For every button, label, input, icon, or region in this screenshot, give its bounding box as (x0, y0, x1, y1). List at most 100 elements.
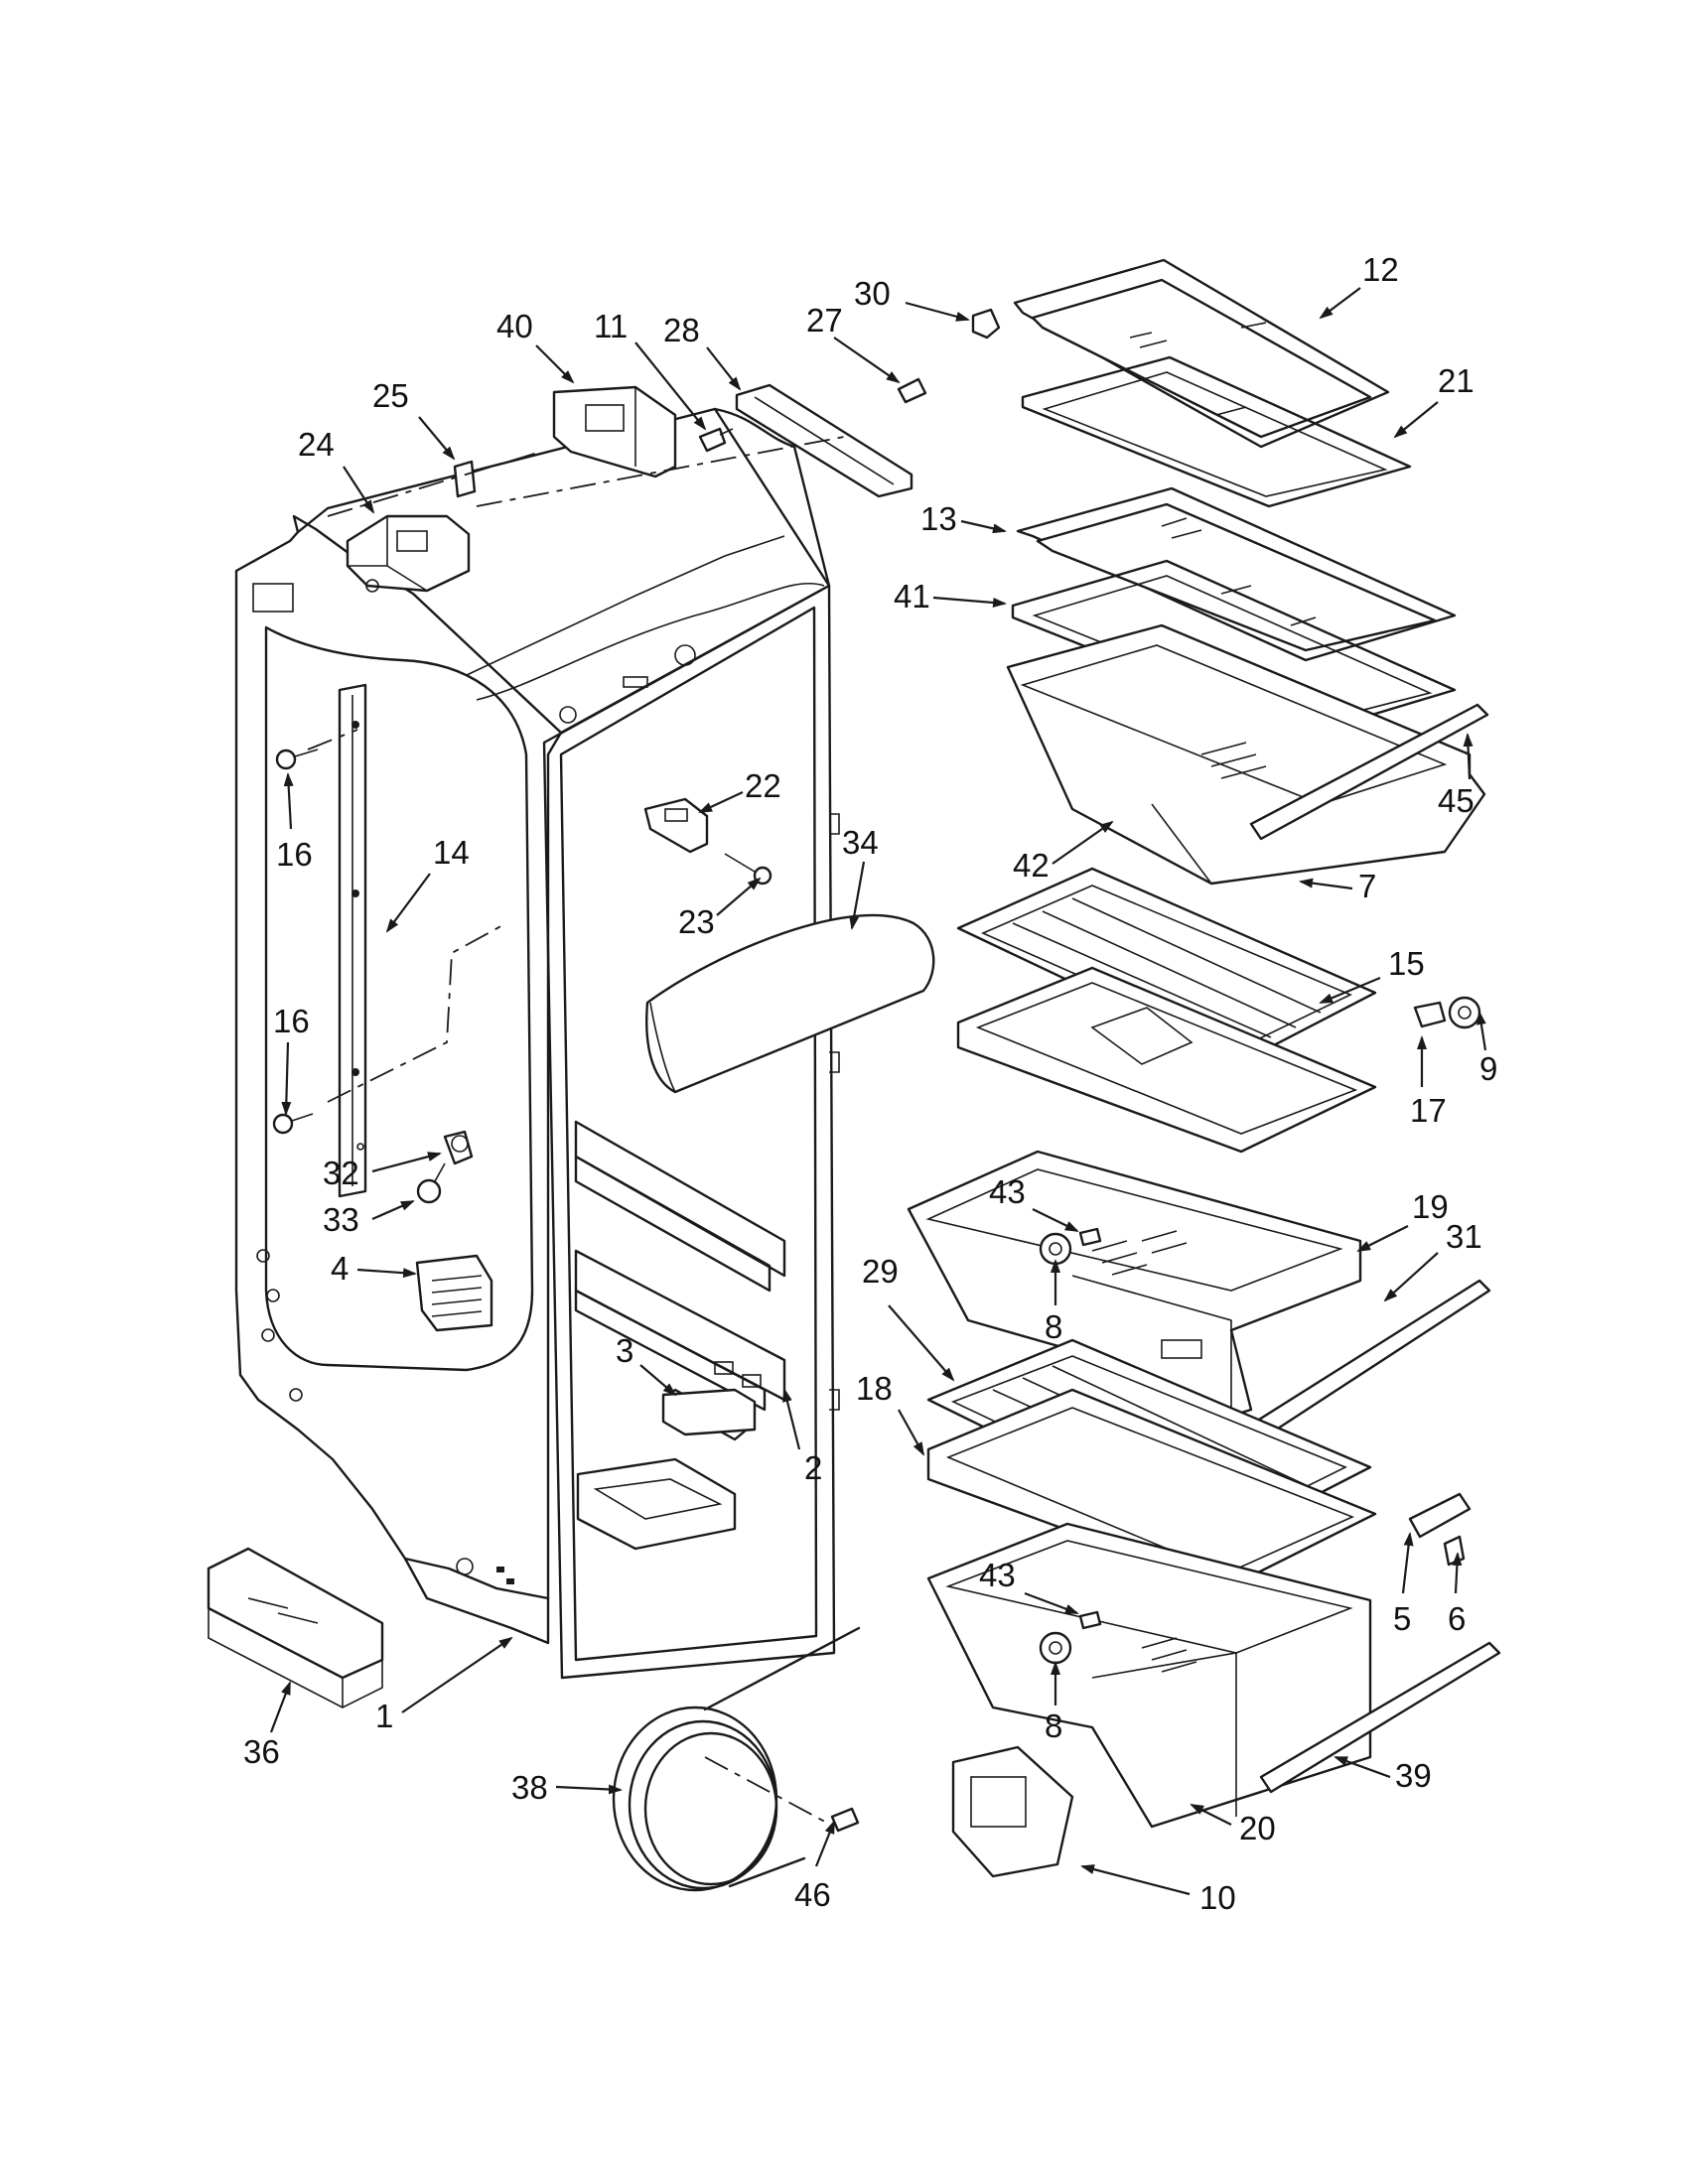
screw-43-upper (1078, 1227, 1102, 1247)
callout-number-c43a: 43 (989, 1173, 1026, 1210)
callout-leader-c4 (356, 1268, 417, 1279)
callout-c13: 13 (920, 500, 1007, 537)
screw-16-lower (272, 1113, 314, 1135)
callout-leader-c19 (1356, 1225, 1409, 1252)
callout-leader-c39 (1333, 1755, 1391, 1779)
callout-c30: 30 (854, 275, 970, 322)
callout-leader-c12 (1319, 287, 1361, 320)
callout-leader-c16a (283, 772, 294, 830)
callout-leader-c41 (932, 596, 1007, 608)
cabinet-liner (234, 407, 840, 1680)
callout-leader-c18 (898, 1409, 924, 1456)
callout-number-c42: 42 (1013, 847, 1050, 884)
callout-leader-c1 (401, 1636, 513, 1713)
callout-leader-c40 (535, 344, 575, 384)
callout-number-c10: 10 (1199, 1879, 1236, 1916)
callout-number-c25: 25 (372, 377, 409, 414)
light-socket-32 (356, 1130, 474, 1165)
callout-c9: 9 (1475, 1011, 1497, 1087)
callout-leader-c7 (1299, 878, 1353, 890)
callout-number-c6: 6 (1448, 1600, 1466, 1637)
callout-leader-c32 (371, 1152, 442, 1173)
callout-number-c24: 24 (298, 426, 335, 463)
callout-leader-c43a (1032, 1208, 1079, 1232)
callout-number-c2: 2 (804, 1449, 822, 1486)
utility-bin-36 (207, 1547, 384, 1708)
callout-c31: 31 (1383, 1218, 1482, 1302)
slide-6 (1443, 1535, 1466, 1567)
callout-number-c27: 27 (806, 302, 843, 339)
callout-leader-c21 (1393, 401, 1439, 439)
callout-number-c22: 22 (745, 767, 781, 804)
callout-number-c1: 1 (375, 1698, 393, 1734)
callout-number-c9: 9 (1479, 1050, 1497, 1087)
callout-number-c36: 36 (243, 1733, 280, 1770)
callout-number-c20: 20 (1239, 1810, 1276, 1846)
callout-leader-c5 (1401, 1532, 1414, 1594)
callout-leader-c11 (634, 341, 707, 431)
shelf-13 (1016, 486, 1457, 662)
callout-leader-c36 (269, 1681, 292, 1733)
water-tube-38 (612, 1626, 861, 1892)
label-10 (951, 1745, 1074, 1878)
roller-9 (1448, 996, 1481, 1029)
drawer-front-45 (1249, 703, 1489, 841)
control-housing-24 (346, 514, 471, 593)
callout-c15: 15 (1319, 945, 1425, 1005)
callout-c27: 27 (806, 302, 901, 384)
light-bulb-33 (416, 1162, 446, 1204)
callout-c39: 39 (1333, 1755, 1432, 1794)
screw-16-upper (275, 749, 319, 770)
roller-8-lower (1039, 1631, 1072, 1665)
callout-c45: 45 (1438, 733, 1474, 819)
callout-c25: 25 (372, 377, 456, 461)
callout-number-c16b: 16 (273, 1003, 310, 1039)
screw-11 (698, 427, 734, 453)
callout-leader-c20 (1190, 1804, 1232, 1826)
callout-leader-c27 (833, 337, 901, 384)
callout-c5: 5 (1393, 1532, 1414, 1637)
callout-leader-c43b (1024, 1591, 1079, 1615)
mount-line-mid (476, 436, 845, 507)
callout-number-c33: 33 (323, 1201, 359, 1238)
callout-c16a: 16 (276, 772, 313, 873)
callout-leader-c33 (371, 1199, 415, 1221)
screw-27 (897, 377, 927, 404)
clip-25 (453, 460, 477, 498)
callout-leader-c15 (1319, 976, 1381, 1005)
callout-number-c45: 45 (1438, 782, 1474, 819)
callout-leader-c45 (1463, 733, 1474, 780)
callout-c36: 36 (243, 1681, 292, 1770)
callout-c4: 4 (331, 1250, 417, 1287)
callout-leader-c46 (814, 1820, 836, 1867)
callout-leader-c3 (639, 1364, 677, 1397)
callout-leader-c2 (782, 1388, 801, 1450)
callout-number-c8b: 8 (1045, 1707, 1062, 1744)
callout-c34: 34 (842, 824, 879, 930)
callout-c18: 18 (856, 1370, 924, 1456)
slide-5 (1408, 1492, 1472, 1539)
callout-leader-c22 (698, 791, 744, 813)
callout-c28: 28 (663, 312, 742, 391)
callout-c38: 38 (511, 1769, 623, 1806)
bracket-3 (661, 1388, 757, 1436)
callout-number-c46: 46 (794, 1876, 831, 1913)
callout-number-c7: 7 (1358, 868, 1376, 904)
callout-c29: 29 (862, 1253, 955, 1382)
callout-number-c17: 17 (1410, 1092, 1447, 1129)
callout-c40: 40 (496, 308, 575, 384)
callout-number-c39: 39 (1395, 1757, 1432, 1794)
clip-30 (971, 308, 1001, 340)
callout-leader-c6 (1452, 1552, 1463, 1594)
callout-leader-c28 (706, 346, 742, 391)
callout-number-c5: 5 (1393, 1600, 1411, 1637)
callout-c3: 3 (616, 1332, 677, 1397)
screw-43-lower (1078, 1610, 1102, 1630)
callout-c43a: 43 (989, 1173, 1079, 1232)
roller-8-upper (1039, 1232, 1072, 1266)
mount-line-rail (327, 922, 507, 1103)
callout-c1: 1 (375, 1636, 513, 1734)
callout-number-c16a: 16 (276, 836, 313, 873)
shelf-12 (1013, 258, 1390, 449)
